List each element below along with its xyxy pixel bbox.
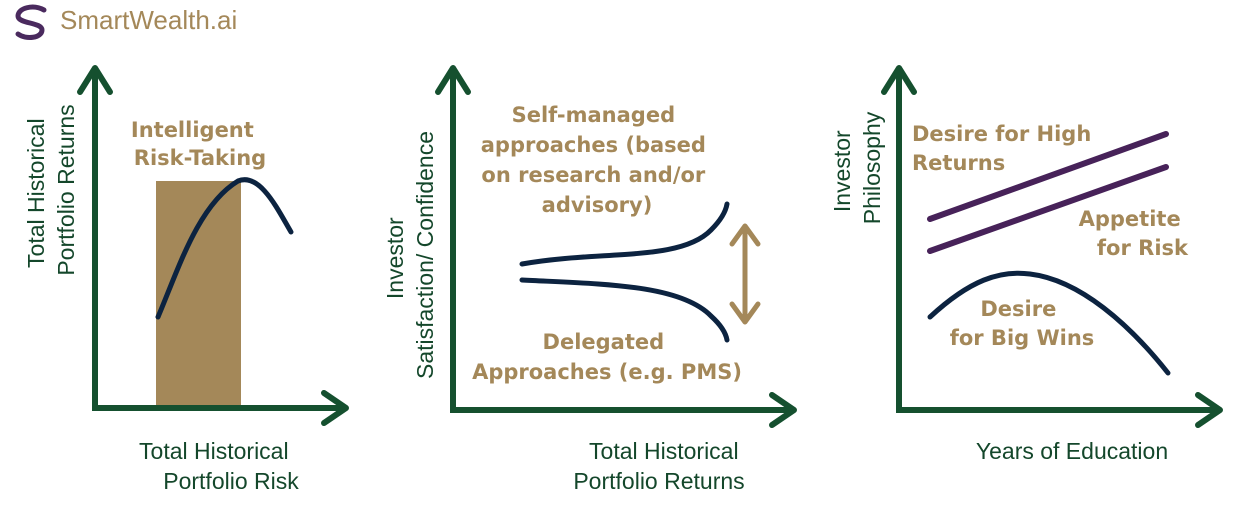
panel-satisfaction-returns: Investor Satisfaction/ Confidence Total … (382, 65, 797, 494)
panel1-axes (77, 65, 349, 426)
brand-logo[interactable]: SmartWealth.ai (15, 4, 237, 40)
panel2-x-label: Total Historical Portfolio Returns (573, 438, 745, 494)
panel-risk-returns: Total Historical Portfolio Returns Total… (23, 65, 349, 494)
panel2-annotation-delegated: Delegated Approaches (e.g. PMS) (472, 330, 742, 384)
panel1-y-label: Total Historical Portfolio Returns (23, 104, 79, 275)
risk-taking-highlight-bar (156, 181, 241, 407)
panel1-x-label: Total Historical Portfolio Risk (139, 438, 299, 494)
panel2-axes (435, 65, 797, 428)
panel3-y-label: Investor Philosophy (829, 111, 885, 224)
panel3-annotation-high-returns: Desire for High Returns (912, 122, 1099, 175)
high-returns-line (927, 131, 1169, 222)
x-axis-arrowhead (1195, 392, 1223, 428)
self-managed-curve (519, 201, 730, 267)
double-arrow-vertical-icon (729, 223, 761, 325)
panel3-annotation-big-wins: Desire for Big Wins (950, 297, 1095, 350)
x-axis-arrowhead (769, 392, 797, 428)
returns-curve (155, 177, 294, 320)
brand-name: SmartWealth.ai (60, 5, 237, 35)
panel2-annotation-self-managed: Self-managed approaches (based on resear… (481, 103, 714, 217)
panel-philosophy-education: Investor Philosophy Years of Education D… (829, 65, 1223, 464)
x-axis-arrowhead (321, 390, 349, 426)
risk-appetite-line (927, 164, 1169, 254)
s-logo-icon (15, 4, 47, 40)
panel1-annotation: Intelligent Risk-Taking (131, 118, 266, 170)
y-axis-arrowhead (881, 65, 917, 95)
panel2-y-label: Investor Satisfaction/ Confidence (382, 131, 438, 379)
big-wins-curve (927, 270, 1171, 376)
panel3-annotation-risk-appetite: Appetite for Risk (1079, 207, 1189, 260)
panel3-axes (881, 65, 1223, 428)
y-axis-arrowhead (77, 65, 113, 95)
y-axis-arrowhead (435, 65, 471, 95)
delegated-curve (519, 277, 730, 343)
panel3-x-label: Years of Education (976, 438, 1168, 464)
